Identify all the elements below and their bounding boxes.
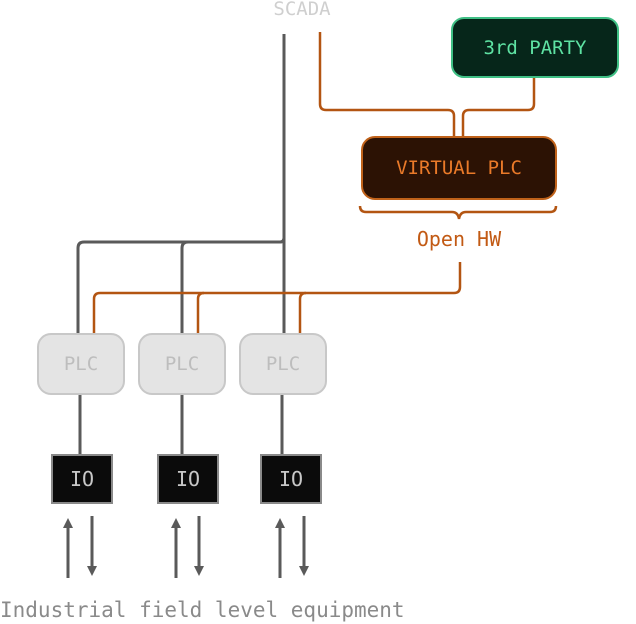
third-party-label: 3rd PARTY bbox=[483, 36, 587, 59]
io-node-2: IO bbox=[157, 454, 219, 504]
open-hw-drop-plc-2 bbox=[196, 291, 205, 335]
plc-label: PLC bbox=[265, 353, 301, 375]
plc-node-1: PLC bbox=[37, 333, 125, 395]
open-hw-drop-plc-3 bbox=[298, 291, 307, 335]
scada-branch-plc-2 bbox=[180, 237, 286, 335]
open-hw-brace bbox=[358, 205, 558, 220]
plc-label: PLC bbox=[164, 353, 200, 375]
io-label: IO bbox=[278, 467, 304, 491]
third-party-node: 3rd PARTY bbox=[451, 17, 619, 78]
io-node-1: IO bbox=[51, 454, 113, 504]
scada-label: SCADA bbox=[273, 0, 331, 20]
plc-node-2: PLC bbox=[138, 333, 226, 395]
virtual-plc-label: VIRTUAL PLC bbox=[396, 157, 522, 179]
field-equipment-caption: Industrial field level equipment bbox=[0, 598, 405, 622]
virtual-plc-node: VIRTUAL PLC bbox=[361, 136, 557, 200]
scada-network-lines bbox=[76, 34, 286, 456]
open-hw-bus-plc-1 bbox=[92, 262, 462, 335]
plc-label: PLC bbox=[63, 353, 99, 375]
open-hw-network-lines bbox=[92, 32, 558, 335]
io-label: IO bbox=[175, 467, 201, 491]
scada-to-virtual-plc-line bbox=[318, 32, 456, 137]
io-node-3: IO bbox=[260, 454, 322, 504]
third-party-to-virtual-plc-line bbox=[461, 78, 536, 137]
plc-node-3: PLC bbox=[239, 333, 327, 395]
io-label: IO bbox=[69, 467, 95, 491]
open-hw-label: Open HW bbox=[416, 227, 502, 251]
field-arrows bbox=[63, 516, 309, 578]
